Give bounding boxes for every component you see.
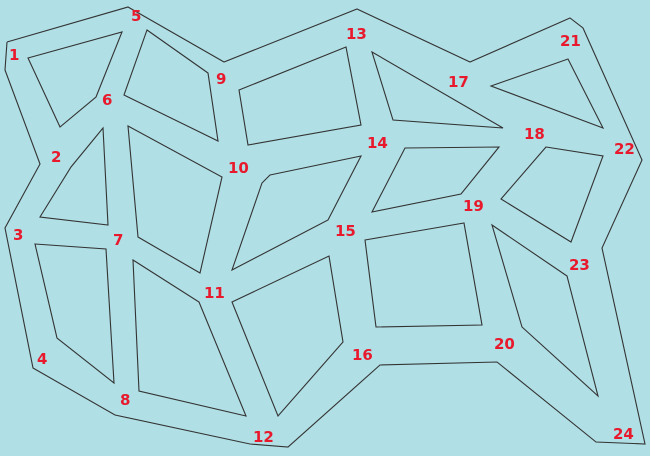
node-label-2: 2 — [51, 148, 61, 166]
node-label-23: 23 — [569, 256, 590, 274]
block-o — [491, 223, 599, 398]
block-b — [123, 29, 219, 142]
block-m — [231, 255, 344, 418]
node-label-10: 10 — [228, 159, 249, 177]
node-label-14: 14 — [367, 134, 388, 152]
node-label-22: 22 — [614, 140, 635, 158]
node-label-11: 11 — [204, 284, 225, 302]
block-k — [34, 243, 115, 385]
block-j — [500, 146, 604, 243]
block-l — [132, 258, 247, 417]
block-e — [489, 58, 605, 130]
node-label-24: 24 — [613, 425, 634, 443]
node-label-5: 5 — [131, 7, 141, 25]
node-label-4: 4 — [37, 350, 47, 368]
node-label-1: 1 — [9, 46, 19, 64]
node-label-20: 20 — [494, 335, 515, 353]
node-label-18: 18 — [524, 125, 545, 143]
node-label-19: 19 — [463, 197, 484, 215]
node-label-9: 9 — [216, 70, 226, 88]
node-label-12: 12 — [253, 428, 274, 446]
block-f — [39, 126, 109, 226]
block-h — [231, 155, 363, 272]
node-label-17: 17 — [448, 73, 469, 91]
node-label-13: 13 — [346, 25, 367, 43]
block-g — [127, 125, 223, 274]
outer-boundary — [4, 6, 646, 448]
block-c — [238, 46, 362, 146]
block-a — [27, 31, 123, 128]
node-label-3: 3 — [13, 226, 23, 244]
node-label-6: 6 — [102, 91, 112, 109]
block-d — [371, 50, 504, 129]
node-label-21: 21 — [560, 32, 581, 50]
block-n — [364, 222, 483, 328]
node-label-15: 15 — [335, 222, 356, 240]
block-i — [370, 146, 501, 213]
node-label-8: 8 — [120, 391, 130, 409]
node-label-16: 16 — [352, 346, 373, 364]
node-label-7: 7 — [113, 231, 123, 249]
